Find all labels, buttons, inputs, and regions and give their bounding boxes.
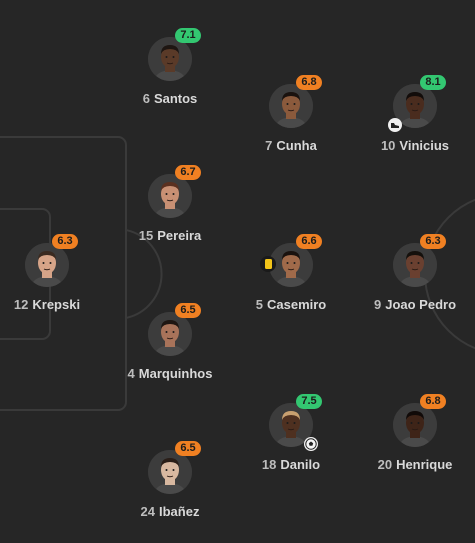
- player-avatar: [269, 243, 313, 287]
- player-rating: 6.6: [296, 234, 322, 249]
- player-number: 18: [261, 457, 277, 472]
- player-name: Marquinhos: [138, 366, 213, 381]
- player-number: 10: [380, 138, 396, 153]
- player-rating: 7.1: [175, 28, 201, 43]
- player-number: 9: [373, 297, 382, 312]
- player-name: Santos: [153, 91, 198, 106]
- player-label: 24 Ibañez: [110, 504, 230, 519]
- player-avatar: [393, 403, 437, 447]
- player-rating: 6.5: [175, 303, 201, 318]
- player-name: Joao Pedro: [385, 297, 457, 312]
- player-avatar: [25, 243, 69, 287]
- player-number: 4: [127, 366, 135, 381]
- ball-icon: [304, 437, 318, 451]
- player-name: Krepski: [32, 297, 81, 312]
- player-avatar: [148, 37, 192, 81]
- player-number: 6: [142, 91, 150, 106]
- player-number: 15: [138, 228, 154, 243]
- yellow-card-icon: [260, 256, 276, 272]
- player-avatar: [148, 174, 192, 218]
- boot-icon: [388, 118, 402, 132]
- player-number: 7: [265, 138, 273, 153]
- player-avatar: [393, 243, 437, 287]
- player-rating: 7.5: [296, 394, 322, 409]
- player-number: 24: [140, 504, 155, 519]
- player-name: Vinicius: [399, 138, 450, 153]
- player-rating: 6.5: [175, 441, 201, 456]
- player-number: 20: [377, 457, 393, 472]
- player-avatar: [148, 312, 192, 356]
- penalty-arc: [125, 229, 163, 319]
- player-name: Cunha: [276, 138, 317, 153]
- player-rating: 6.3: [52, 234, 78, 249]
- player-rating: 6.8: [296, 75, 322, 90]
- player-name: Casemiro: [266, 297, 327, 312]
- player-name: Ibañez: [159, 504, 200, 519]
- player-name: Pereira: [157, 228, 202, 243]
- player-name: Henrique: [396, 457, 453, 472]
- player-name: Danilo: [280, 457, 321, 472]
- player-rating: 8.1: [420, 75, 446, 90]
- player-number: 12: [13, 297, 29, 312]
- penalty-box: [0, 136, 127, 411]
- player-number: 5: [255, 297, 263, 312]
- player-rating: 6.3: [420, 234, 446, 249]
- player-ibanez[interactable]: 6.5 24 Ibañez: [110, 441, 230, 530]
- player-rating: 6.7: [175, 165, 201, 180]
- player-rating: 6.8: [420, 394, 446, 409]
- player-avatar: [269, 84, 313, 128]
- player-avatar: [148, 450, 192, 494]
- player-avatar: [393, 84, 437, 128]
